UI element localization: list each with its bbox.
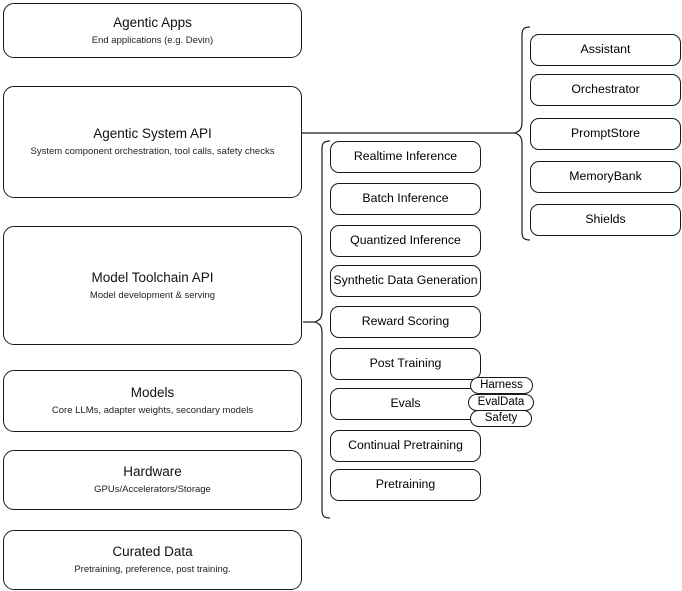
capability-label: Post Training <box>369 356 442 371</box>
layer-subtitle: End applications (e.g. Devin) <box>91 34 214 46</box>
component-label: MemoryBank <box>569 169 642 184</box>
capability-label: Pretraining <box>375 477 436 492</box>
capability-reward-scoring[interactable]: Reward Scoring <box>330 306 481 338</box>
capability-label: Continual Pretraining <box>348 438 463 453</box>
capability-quantized-inference[interactable]: Quantized Inference <box>330 225 481 257</box>
layer-subtitle: GPUs/Accelerators/Storage <box>94 484 211 495</box>
capability-label: Realtime Inference <box>353 149 458 164</box>
layer-agentic-system-api[interactable]: Agentic System API System component orch… <box>3 86 302 198</box>
capability-batch-inference[interactable]: Batch Inference <box>330 183 481 215</box>
layer-title: Models <box>130 385 175 401</box>
layer-models[interactable]: Models Core LLMs, adapter weights, secon… <box>3 370 302 432</box>
capability-label: Evals <box>390 396 421 411</box>
capability-evals[interactable]: Evals <box>330 388 481 420</box>
capability-pretraining[interactable]: Pretraining <box>330 469 481 501</box>
capability-label: Synthetic Data Generation <box>333 273 478 288</box>
capability-continual-pretraining[interactable]: Continual Pretraining <box>330 430 481 462</box>
brace-toolchain-capabilities <box>313 140 331 519</box>
component-shields[interactable]: Shields <box>530 204 681 236</box>
layer-subtitle: System component orchestration, tool cal… <box>30 146 275 157</box>
layer-title: Hardware <box>123 464 182 480</box>
layer-curated-data[interactable]: Curated Data Pretraining, preference, po… <box>3 530 302 590</box>
component-promptstore[interactable]: PromptStore <box>530 118 681 150</box>
layer-title: Agentic Apps <box>113 14 192 30</box>
component-label: Assistant <box>580 42 631 57</box>
capability-realtime-inference[interactable]: Realtime Inference <box>330 141 481 173</box>
component-assistant[interactable]: Assistant <box>530 34 681 66</box>
component-memorybank[interactable]: MemoryBank <box>530 161 681 193</box>
evals-badge-label: Harness <box>480 378 523 391</box>
brace-system-components <box>513 26 531 241</box>
component-orchestrator[interactable]: Orchestrator <box>530 74 681 106</box>
evals-badge-safety[interactable]: Safety <box>470 410 532 427</box>
layer-title: Curated Data <box>112 544 193 560</box>
capability-synthetic-data-generation[interactable]: Synthetic Data Generation <box>330 265 481 297</box>
layer-agentic-apps[interactable]: Agentic Apps End applications (e.g. Devi… <box>3 3 302 58</box>
layer-subtitle: Model development & serving <box>89 289 216 301</box>
capability-post-training[interactable]: Post Training <box>330 348 481 380</box>
capability-label: Batch Inference <box>362 191 449 206</box>
component-label: Shields <box>585 212 626 227</box>
component-label: PromptStore <box>570 126 641 141</box>
evals-badge-harness[interactable]: Harness <box>470 377 533 394</box>
component-label: Orchestrator <box>571 82 640 97</box>
evals-badge-label: EvalData <box>477 395 525 408</box>
layer-hardware[interactable]: Hardware GPUs/Accelerators/Storage <box>3 450 302 510</box>
layer-subtitle: Core LLMs, adapter weights, secondary mo… <box>51 405 254 416</box>
evals-badge-label: Safety <box>484 411 518 424</box>
layer-subtitle: Pretraining, preference, post training. <box>74 564 231 575</box>
capability-label: Quantized Inference <box>350 233 461 248</box>
evals-badge-evaldata[interactable]: EvalData <box>468 394 534 411</box>
capability-label: Reward Scoring <box>361 314 450 329</box>
layer-title: Model Toolchain API <box>91 269 214 285</box>
layer-model-toolchain-api[interactable]: Model Toolchain API Model development & … <box>3 226 302 345</box>
layer-title: Agentic System API <box>93 126 212 142</box>
